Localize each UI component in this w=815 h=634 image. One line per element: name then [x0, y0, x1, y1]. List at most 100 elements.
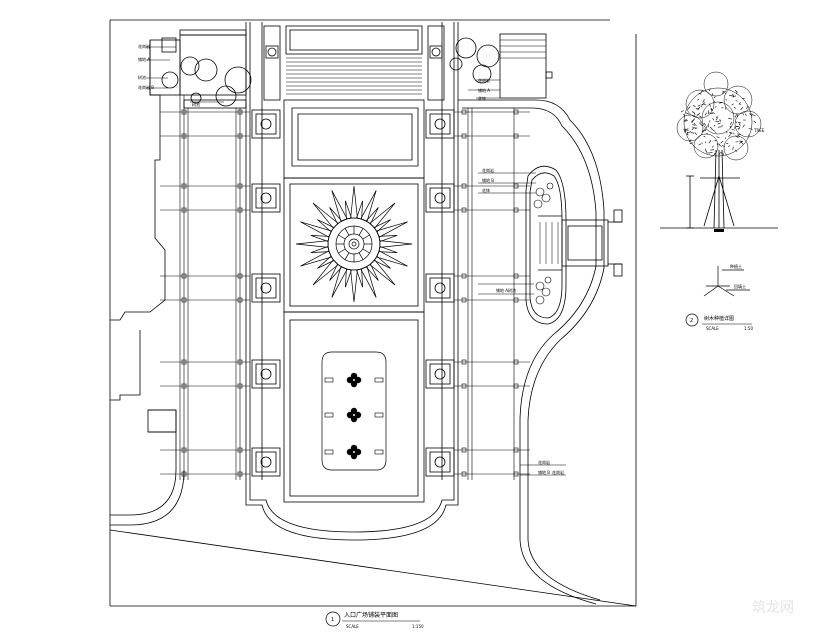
tree-pit-inner [255, 451, 277, 473]
leaf-stroke [717, 122, 721, 125]
leaf-stroke [724, 137, 726, 139]
callout-label: 花岗岩 [138, 43, 150, 49]
band-joint [513, 109, 519, 115]
leaf-stroke [696, 114, 699, 116]
sun-ray [350, 269, 358, 303]
leaf-stroke [694, 124, 697, 126]
tree-pit-inner [255, 277, 277, 299]
tree-pit [251, 447, 281, 477]
callout-label: 花钵 [478, 95, 486, 101]
sun-ray-short [356, 268, 363, 288]
callout-label: 铺地 A [478, 87, 490, 93]
leaf-stroke [697, 98, 700, 101]
callout-label: 花钵 [482, 187, 490, 193]
leaf-stroke [697, 104, 701, 107]
sun-ray-short [317, 255, 335, 269]
sun-ray [369, 259, 396, 286]
tree-note: TREE [753, 128, 765, 133]
band-joint [237, 359, 243, 365]
upper-left-planting [149, 25, 281, 109]
band-joint [461, 109, 467, 115]
detail-number: 2 [690, 318, 693, 324]
left-wing-lines [179, 95, 185, 480]
leaf-stroke [729, 121, 733, 125]
sun-ray [295, 240, 329, 248]
callout-label: 铺地 B [482, 177, 494, 183]
sun-ray-short [378, 235, 398, 242]
leaf-stroke [714, 139, 717, 142]
leaf-stroke [729, 131, 732, 134]
detail-title: 树木种植详图 [704, 315, 734, 322]
leaf-stroke [688, 139, 692, 143]
leaf-stroke [691, 128, 694, 131]
leaf-stroke [716, 117, 718, 119]
leaf-stroke [725, 98, 728, 101]
leaf-stroke [694, 127, 698, 129]
leaf-stroke [714, 153, 716, 155]
leaf-stroke [705, 141, 707, 144]
leaf-stroke [731, 128, 735, 131]
sun-ray-short [310, 235, 330, 242]
upper-right-planting [427, 25, 553, 101]
sun-spoke [358, 252, 364, 260]
leaf-stroke [683, 128, 686, 133]
sun-ray-short [329, 207, 343, 225]
leaf-stroke [708, 103, 711, 107]
tree-pit-tree [434, 368, 446, 380]
band-joint [461, 447, 467, 453]
sun-ray [300, 221, 332, 238]
leaf-stroke [698, 143, 702, 146]
leaf-stroke [686, 129, 689, 131]
band-joint [237, 273, 243, 279]
tree-pit-tree [260, 456, 272, 468]
leaf-stroke [692, 126, 696, 129]
callout-label: 铺地 A [496, 287, 508, 293]
detail-number-circle [685, 313, 699, 327]
sun-spoke [344, 252, 350, 260]
leaf-stroke [685, 112, 690, 115]
leaf-stroke [725, 92, 727, 95]
canopy-foliage [680, 88, 757, 156]
plan-scale-value: 1:150 [412, 624, 424, 629]
tree-pit-inner [255, 113, 277, 135]
callout-label: 树池 [138, 74, 146, 80]
tree-pit-tree [434, 118, 446, 130]
leaf-stroke [694, 132, 697, 135]
leaf-stroke [746, 105, 749, 110]
band-joint [513, 359, 519, 365]
leaf-stroke [693, 115, 696, 117]
leaf-stroke [684, 120, 688, 122]
tree-pit [251, 109, 281, 139]
tree-pit [425, 183, 455, 213]
sun-ray [331, 190, 348, 222]
callout-label: 铺地 B [538, 469, 550, 475]
leaf-stroke [748, 127, 753, 130]
leaf-stroke [740, 106, 744, 110]
leaf-stroke [706, 132, 709, 135]
leaf-stroke [738, 102, 742, 105]
central-plaza [245, 22, 459, 541]
sun-spoke [362, 248, 370, 254]
detail-scale-label: SCALE [706, 326, 719, 331]
ground-line [660, 175, 778, 229]
leaf-stroke [697, 106, 701, 111]
leaf-stroke [692, 118, 696, 122]
sun-ray [331, 266, 348, 298]
leaf-stroke [714, 96, 716, 99]
band-joint [461, 471, 467, 477]
leaf-stroke [702, 99, 705, 103]
band-joint [513, 447, 519, 453]
leaf-stroke [712, 111, 715, 115]
callout-label: 树池 [192, 101, 200, 107]
leaf-stroke [722, 90, 726, 93]
leaf-stroke [739, 103, 741, 106]
leaf-stroke [693, 111, 696, 115]
sun-ray-short [365, 263, 379, 281]
leaf-stroke [710, 108, 714, 111]
leaf-stroke [730, 125, 732, 128]
leaf-stroke [729, 126, 732, 129]
tree-pit-tree [260, 192, 272, 204]
leaf-stroke [705, 125, 708, 129]
leaf-stroke [712, 118, 714, 121]
tree-pit-tree [260, 368, 272, 380]
